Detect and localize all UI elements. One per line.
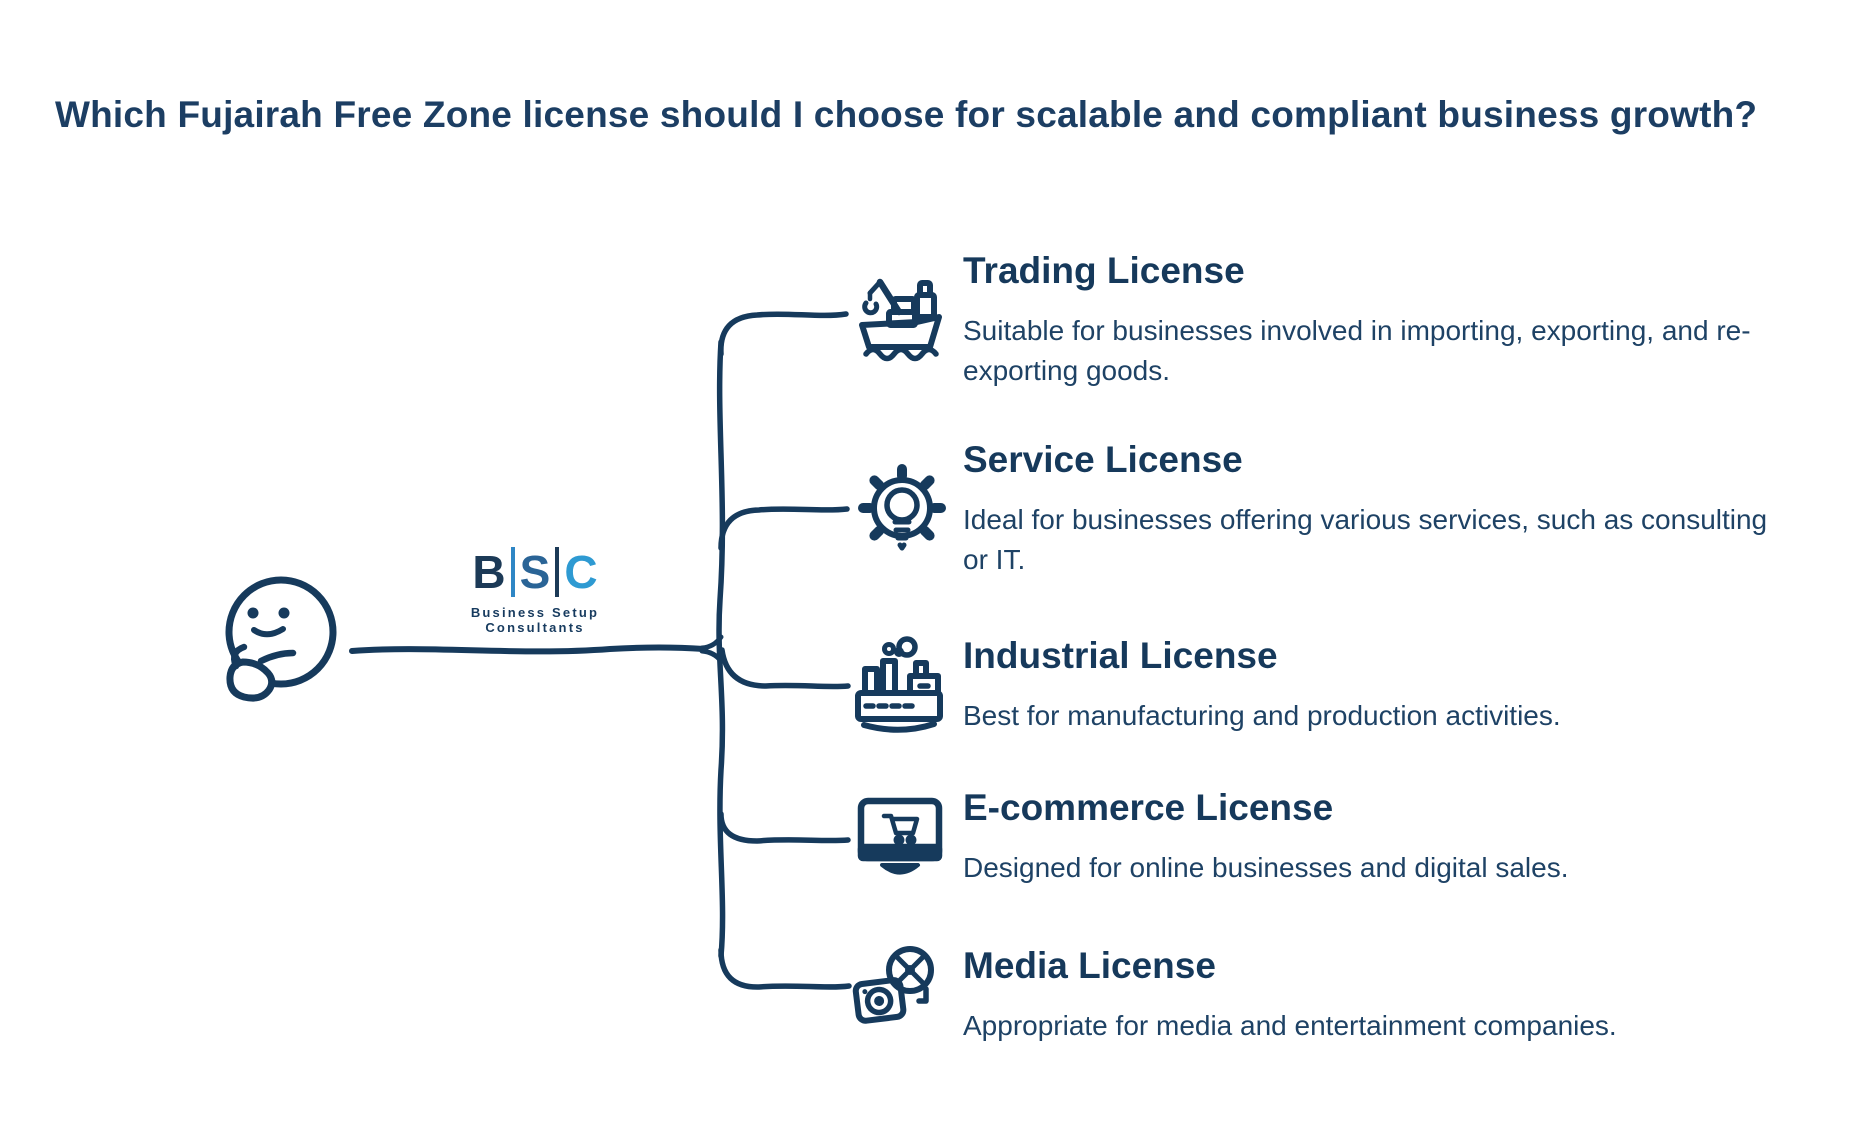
- section-heading-service: Service License: [963, 439, 1243, 480]
- monitor-shopping-cart-icon: [848, 788, 952, 892]
- logo-letter-s: S: [519, 546, 551, 598]
- thinking-face-icon: [225, 576, 337, 702]
- section-description-trading: Suitable for businesses involved in impo…: [963, 315, 1751, 386]
- section-description-ecommerce: Designed for online businesses and digit…: [963, 852, 1569, 883]
- section-heading-media: Media License: [963, 945, 1216, 986]
- page-title: Which Fujairah Free Zone license should …: [55, 94, 1758, 135]
- factory-icon: [848, 636, 952, 740]
- logo-divider-navy: [555, 547, 560, 597]
- logo-letter-b: B: [472, 546, 506, 598]
- section-heading-industrial: Industrial License: [963, 635, 1278, 676]
- section-heading-trading: Trading License: [963, 250, 1245, 291]
- logo-tagline: Business Setup Consultants: [465, 605, 605, 635]
- section-heading-ecommerce: E-commerce License: [963, 787, 1334, 828]
- bsc-logo-letters: B S C: [465, 546, 605, 598]
- section-description-service: Ideal for businesses offering various se…: [963, 504, 1768, 575]
- logo-letter-c: C: [564, 546, 598, 598]
- bsc-logo: B S C Business Setup Consultants: [465, 546, 605, 635]
- logo-tagline-line1: Business Setup: [470, 605, 600, 620]
- logo-divider-blue: [510, 547, 515, 597]
- section-description-industrial: Best for manufacturing and production ac…: [963, 700, 1561, 731]
- section-description-media: Appropriate for media and entertainment …: [963, 1010, 1617, 1041]
- logo-tagline-line2: Consultants: [485, 620, 585, 635]
- cargo-ship-crane-icon: [853, 262, 957, 366]
- camera-film-reel-icon: [846, 940, 950, 1044]
- gear-lightbulb-icon: [850, 460, 954, 564]
